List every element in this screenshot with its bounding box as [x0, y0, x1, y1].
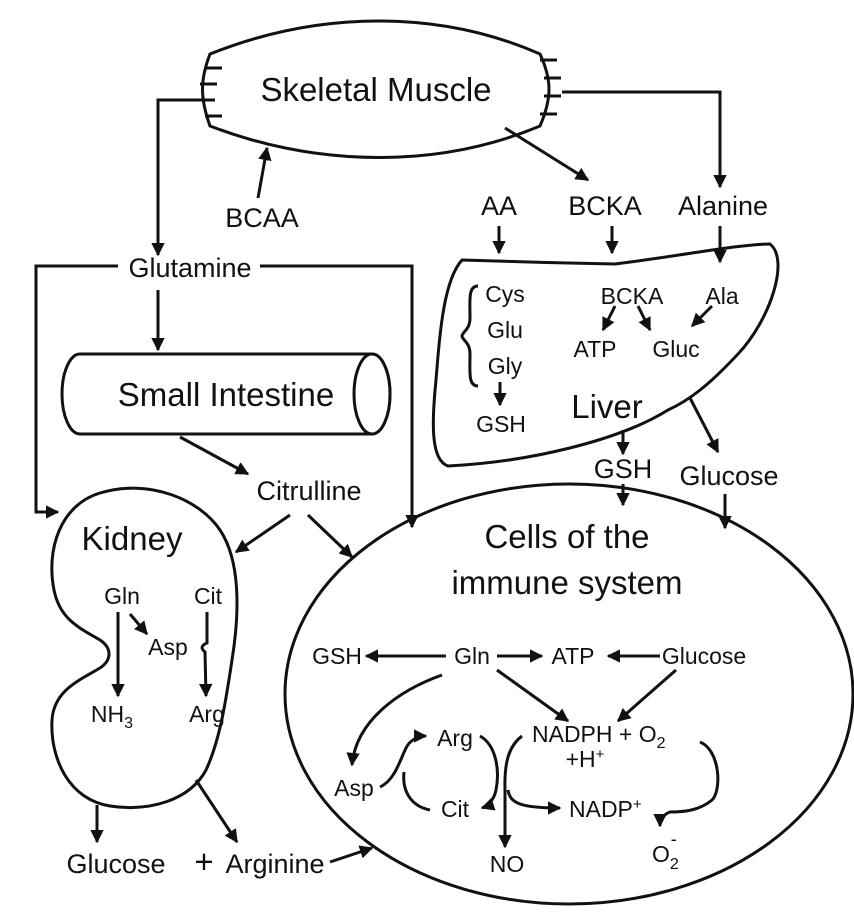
- plus-sign: +: [194, 843, 213, 880]
- liver-label: Liver: [571, 388, 643, 425]
- small-intestine: Small Intestine: [60, 352, 392, 436]
- muscle-label: Skeletal Muscle: [260, 71, 491, 108]
- alanine-label: Alanine: [678, 191, 768, 221]
- liver-ala: Ala: [705, 283, 738, 309]
- glutamine-label: Glutamine: [128, 253, 251, 283]
- kidney-arg: Arg: [189, 701, 225, 727]
- bcka-label: BCKA: [568, 191, 642, 221]
- immune-label-line2: immune system: [451, 564, 682, 601]
- immune-cell: Cells of the immune system: [283, 482, 854, 906]
- gsh-between-label: GSH: [594, 454, 653, 484]
- skeletal-muscle: Skeletal Muscle: [198, 19, 561, 159]
- immune-h-plus: +H+: [566, 746, 605, 772]
- intestine-label: Small Intestine: [118, 376, 334, 413]
- immune-glucose: Glucose: [662, 643, 746, 669]
- immune-asp: Asp: [334, 775, 374, 801]
- kidney-nh3: NH3: [91, 701, 133, 732]
- kidney: Kidney: [50, 486, 239, 809]
- liver-glu: Glu: [487, 317, 523, 343]
- immune-atp: ATP: [551, 643, 594, 669]
- arginine-output-label: Arginine: [225, 849, 324, 879]
- immune-gsh: GSH: [312, 643, 362, 669]
- immune-gln: Gln: [454, 643, 490, 669]
- liver: Liver: [431, 242, 780, 468]
- kidney-label: Kidney: [82, 520, 183, 557]
- bcaa-label: BCAA: [225, 203, 299, 233]
- glucose-output-label: Glucose: [66, 849, 165, 879]
- liver-bcka: BCKA: [601, 283, 664, 309]
- connector-arrows: [34, 90, 732, 864]
- immune-cit: Cit: [441, 796, 470, 822]
- immune-no: NO: [490, 851, 525, 877]
- liver-atp: ATP: [573, 336, 616, 362]
- citrulline-label: Citrulline: [256, 476, 361, 506]
- glucose-between-label: Glucose: [679, 461, 778, 491]
- immune-nadph: NADPH + O2: [532, 721, 666, 752]
- kidney-cit: Cit: [194, 583, 223, 609]
- liver-brace: [460, 284, 479, 388]
- kidney-gln: Gln: [104, 583, 140, 609]
- liver-gsh: GSH: [476, 411, 526, 437]
- kidney-asp: Asp: [148, 634, 188, 660]
- immune-arg: Arg: [437, 725, 473, 751]
- liver-gly: Gly: [488, 353, 523, 379]
- immune-label-line1: Cells of the: [484, 518, 649, 555]
- immune-nadp: NADP+: [569, 796, 642, 822]
- immune-superoxide: O2-: [652, 829, 679, 873]
- liver-cys: Cys: [485, 281, 525, 307]
- aa-label: AA: [481, 191, 517, 221]
- liver-gluc: Gluc: [652, 336, 699, 362]
